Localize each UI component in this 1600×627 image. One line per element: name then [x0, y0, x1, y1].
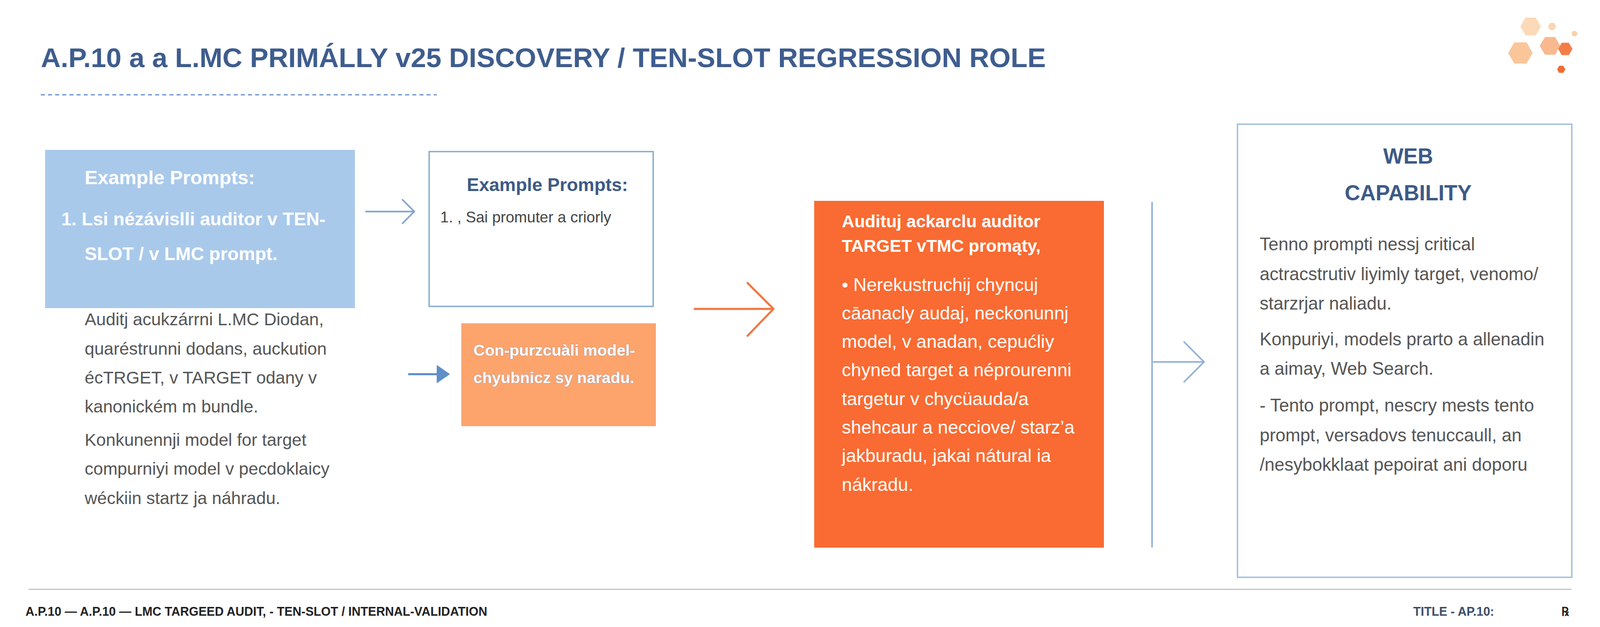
bullet-text: • Nerekustruchij chyncuj cāanacly audaj,…: [841, 270, 1088, 500]
divider-line: [1151, 201, 1153, 549]
footer-symbol: ℞: [1561, 603, 1569, 621]
logo-hexagon: [1558, 42, 1573, 55]
title-underline: [40, 94, 437, 96]
logo-hexagon: [1548, 23, 1557, 31]
input-arrow: [408, 373, 439, 376]
logo-hexagon: [1571, 30, 1578, 37]
connector-line: [365, 210, 415, 213]
arrow-head: [436, 365, 450, 384]
model-box: Con-purzcuàli model- chyubnicz sy naradu…: [461, 323, 657, 427]
page-title: A.P.10 a a L.MC PRIMÁLLY v25 DISCOVERY /…: [40, 40, 1046, 76]
body-text: Konpuriyi, models prarto a allenadin a a…: [1259, 325, 1557, 385]
arrow-head: [1183, 341, 1205, 383]
body-text: Tenno prompti nessj critical actracstrut…: [1259, 229, 1557, 319]
flow-connector: [365, 199, 415, 225]
footer-text: TITLE - AP.10:: [1413, 603, 1495, 621]
logo-hexagon: [1520, 17, 1542, 36]
logo-hexagon: [1539, 37, 1561, 55]
box-heading: Example Prompts:: [466, 173, 645, 198]
description-text: Konkunennji model for target compurniyi …: [84, 425, 386, 513]
logo-hexagon: [1508, 42, 1533, 64]
arrow-head: [747, 282, 774, 337]
body-text: - Tento prompt, nescry mests tento promp…: [1259, 391, 1557, 480]
prompt-item: 1. , Sai promuter a criorly: [440, 206, 645, 229]
capability-box: WEB CAPABILITY Tenno prompti nessj critic…: [1236, 123, 1573, 579]
logo-hexagon: [1557, 65, 1566, 74]
prompt-box: Example Prompts: 1. , Sai promuter a crio…: [428, 150, 654, 307]
box-heading: Audituj ackarclu auditor TARGET vTMC pro…: [841, 209, 1088, 259]
footer-text: A.P.10 — A.P.10 — LMC TARGEED AUDIT, - T…: [25, 603, 488, 621]
prompt-box: Example Prompts: 1. Lsi nézávislli audito…: [45, 150, 356, 309]
box-text: Con-purzcuàli model- chyubnicz sy naradu…: [473, 336, 652, 392]
prompt-item: 1. Lsi nézávislli auditor v TEN-SLOT / v…: [61, 201, 348, 272]
description-text: Auditj acukzárrni L.MC Diodan, quaréstru…: [84, 304, 386, 422]
arrow-head: [401, 199, 415, 225]
box-heading: Example Prompts:: [84, 164, 348, 191]
audit-box: Audituj ackarclu auditor TARGET vTMC pro…: [814, 200, 1104, 549]
flow-arrow: [694, 308, 774, 311]
flow-arrow: [1152, 361, 1204, 363]
box-heading: WEB CAPABILITY: [1331, 138, 1485, 212]
footer-rule: [28, 589, 1572, 591]
